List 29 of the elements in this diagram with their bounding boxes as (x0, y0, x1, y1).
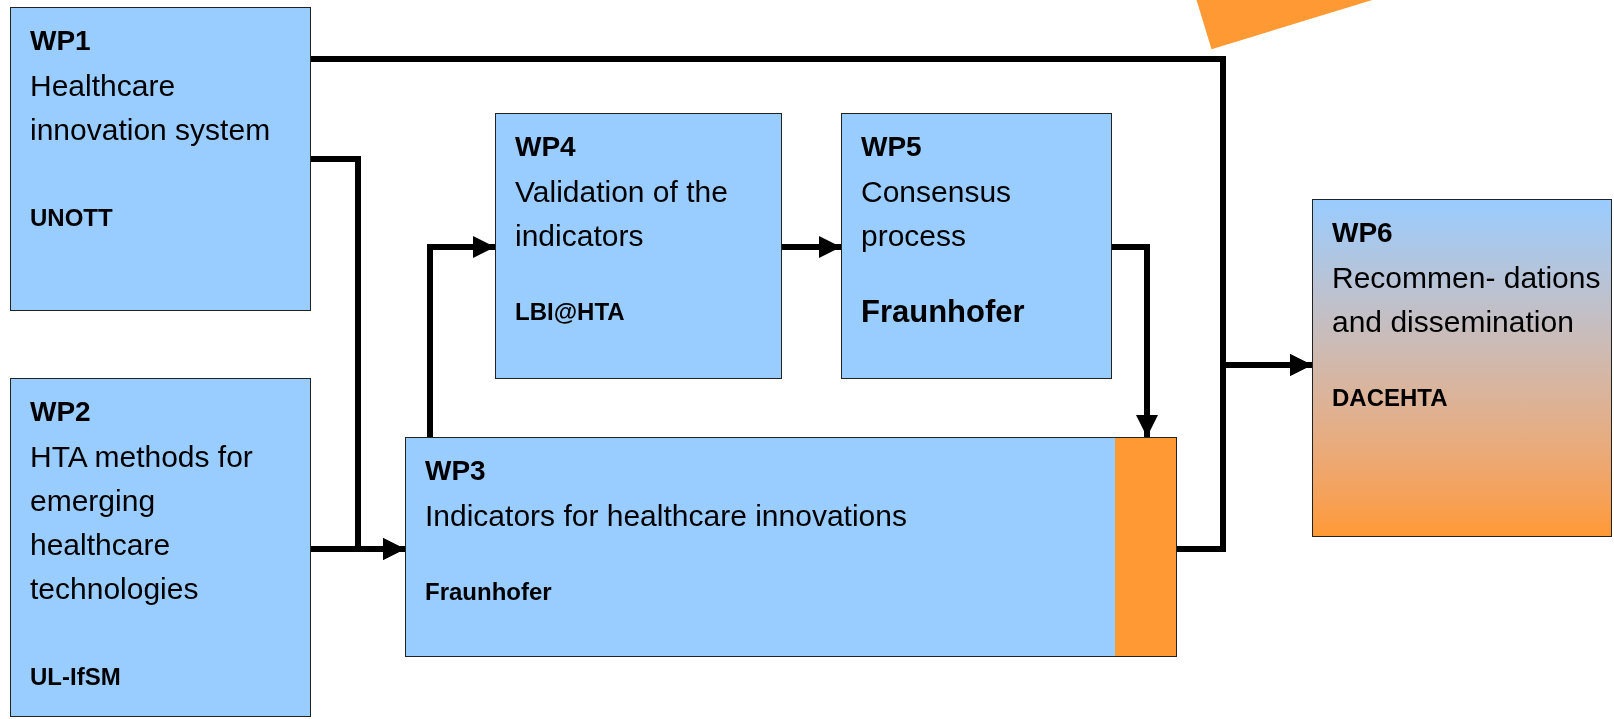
work-package-box (1312, 199, 1612, 537)
work-package-box (10, 7, 311, 311)
arrow (1112, 244, 1158, 437)
partner-name: UNOTT (30, 203, 113, 233)
partner-name: LBI@HTA (515, 297, 625, 327)
wp-title: Healthcare innovation system (30, 68, 272, 148)
wp-title: Indicators for healthcare innovations (425, 498, 907, 534)
partner-name: Fraunhofer (861, 296, 1025, 328)
partner-name: Fraunhofer (425, 577, 552, 607)
work-package-box (405, 437, 1177, 657)
wp-title: HTA methods for emerging healthcare technologies (30, 439, 254, 607)
wp-number: WP2 (30, 395, 91, 429)
wp-number: WP1 (30, 24, 91, 58)
work-package-box (495, 113, 782, 379)
wp-number: WP5 (861, 130, 922, 164)
arrow (1177, 354, 1312, 552)
wp-title: Consensus process (861, 174, 1013, 254)
partner-name: UL-IfSM (30, 662, 121, 692)
wp-title: Recommen- dations and dissemination (1332, 260, 1601, 340)
arrow (427, 236, 495, 437)
wp-number: WP3 (425, 454, 486, 488)
work-package-box (10, 378, 311, 717)
wp-title: Validation of the indicators (515, 174, 729, 254)
arrow (782, 236, 841, 258)
work-package-box (841, 113, 1112, 379)
wp-number: WP6 (1332, 216, 1393, 250)
partner-name: DACEHTA (1332, 383, 1448, 413)
arrow (311, 538, 405, 560)
wp-number: WP4 (515, 130, 576, 164)
